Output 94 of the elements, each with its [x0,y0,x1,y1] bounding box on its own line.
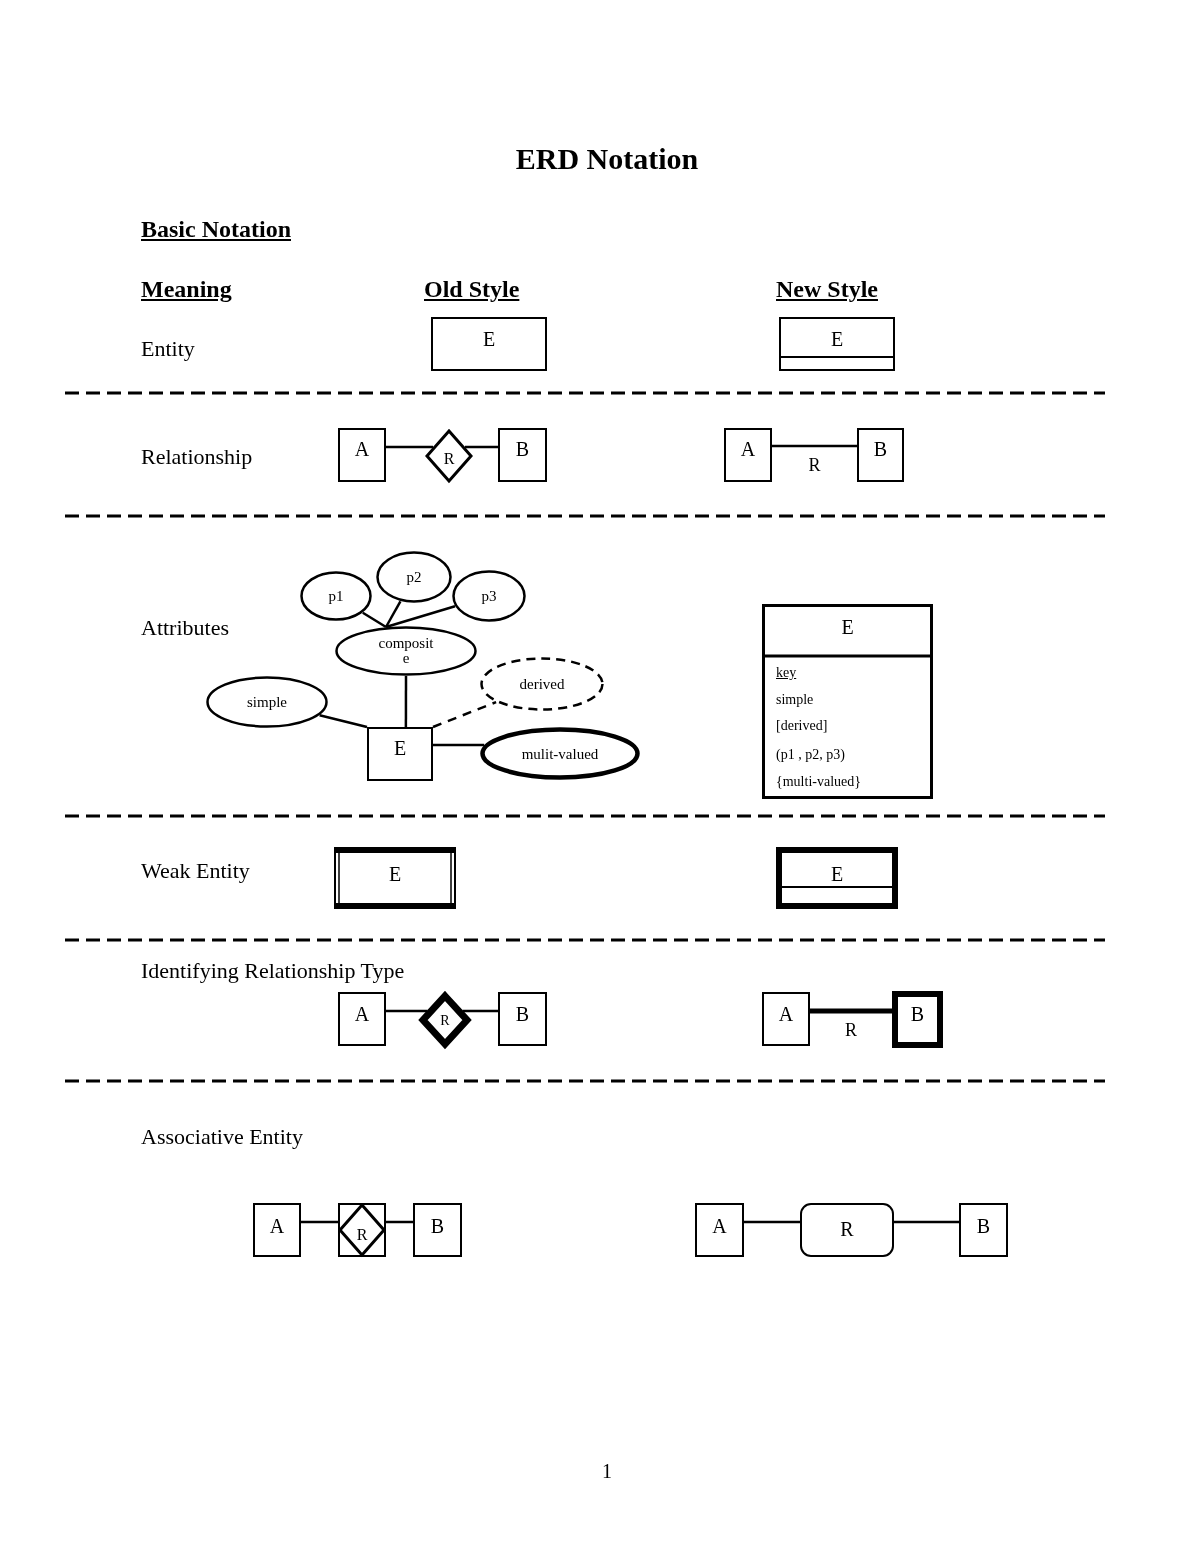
attribute-ellipse [300,571,372,621]
relationship-label: R [356,1227,368,1243]
entity-box [338,428,386,482]
derived-attribute-ellipse [480,657,604,711]
attribute-label: derived [519,676,565,692]
thick-connector-line [810,1008,892,1014]
connector-line [301,1220,338,1224]
entity-box [498,992,547,1046]
relationship-diamond [425,429,473,483]
row-label: Associative Entity [141,1125,303,1150]
relationship-label: R [443,451,455,467]
attribute-label: (p1 , p2, p3) [776,748,845,762]
entity-box [762,992,810,1046]
attribute-label: p1 [328,588,344,604]
entity-class-box [762,604,933,799]
entity-box [367,727,433,781]
attribute-label: p2 [406,569,422,585]
connector-line [386,1220,413,1224]
row-label: Relationship [141,445,253,470]
page-title: ERD Notation [515,142,699,175]
entity-box [724,428,772,482]
attribute-ellipse [206,676,328,728]
entity-label: B [976,1216,991,1236]
column-heading: Meaning [141,276,232,303]
attribute-label: p3 [481,588,497,604]
attribute-label: composit e [377,636,435,666]
entity-label: B [430,1216,445,1236]
entity-label: A [740,439,756,459]
entity-label: E [830,329,844,349]
entity-box [338,992,386,1046]
entity-label: A [712,1216,727,1236]
entity-label: E [830,864,844,884]
entity-box [413,1203,462,1257]
connector-line [319,714,368,729]
entity-box [253,1203,301,1257]
weak-entity-box [892,991,943,1048]
row-label: Entity [141,337,195,362]
entity-box [779,317,895,371]
associative-entity-box [800,1203,894,1257]
section-heading: Basic Notation [141,216,291,243]
entity-label: B [873,439,888,459]
connector-line [404,676,408,727]
connector-line [362,611,387,629]
entity-label: A [354,1004,370,1024]
connector-line [465,445,498,449]
edge-label: R [806,456,823,474]
attribute-label: simple [247,694,287,710]
connector-line [744,1220,800,1224]
row-label: Identifying Relationship Type [141,959,405,984]
row-label: Attributes [141,616,229,641]
weak-entity-box [776,847,898,909]
connector-line [462,1009,498,1013]
attribute-label: {multi-valued} [776,775,861,789]
connector-line [386,1009,428,1013]
column-heading: New Style [776,276,878,303]
connector-line [386,445,433,449]
entity-label: B [515,439,530,459]
column-heading: Old Style [424,276,520,303]
entity-box [431,317,547,371]
identifying-relationship-diamond [419,992,471,1048]
entity-box [695,1203,744,1257]
relationship-label: R [440,1014,450,1028]
attribute-label: [derived] [776,719,828,733]
attribute-label: simple [776,693,814,707]
entity-label: E [841,617,854,637]
dashed-connector-line [432,700,497,729]
page-number: 1 [602,1460,612,1482]
entity-label: E [388,864,402,884]
attribute-label: key [776,666,797,680]
associative-entity-box [338,1203,386,1257]
edge-label: R [843,1021,859,1039]
weak-entity-box [334,847,456,909]
entity-label: E [482,329,496,349]
connector-line [772,444,857,448]
entity-box [857,428,904,482]
entity-label: A [778,1004,794,1024]
attribute-ellipse [452,570,526,622]
entity-label: A [354,439,370,459]
relationship-label: R [840,1219,854,1239]
entity-label: E [393,738,407,758]
entity-box [959,1203,1008,1257]
connector-line [385,605,456,629]
connector-line [433,743,485,747]
multivalued-attribute-ellipse [480,727,640,780]
entity-label: A [269,1216,285,1236]
entity-label: B [515,1004,530,1024]
entity-label: B [910,1004,925,1024]
attribute-ellipse [335,626,477,676]
attribute-label: mulit-valued [521,746,599,761]
connector-line [384,600,402,628]
row-label: Weak Entity [141,859,250,884]
entity-box [498,428,547,482]
attribute-ellipse [376,551,452,603]
connector-line [894,1220,959,1224]
